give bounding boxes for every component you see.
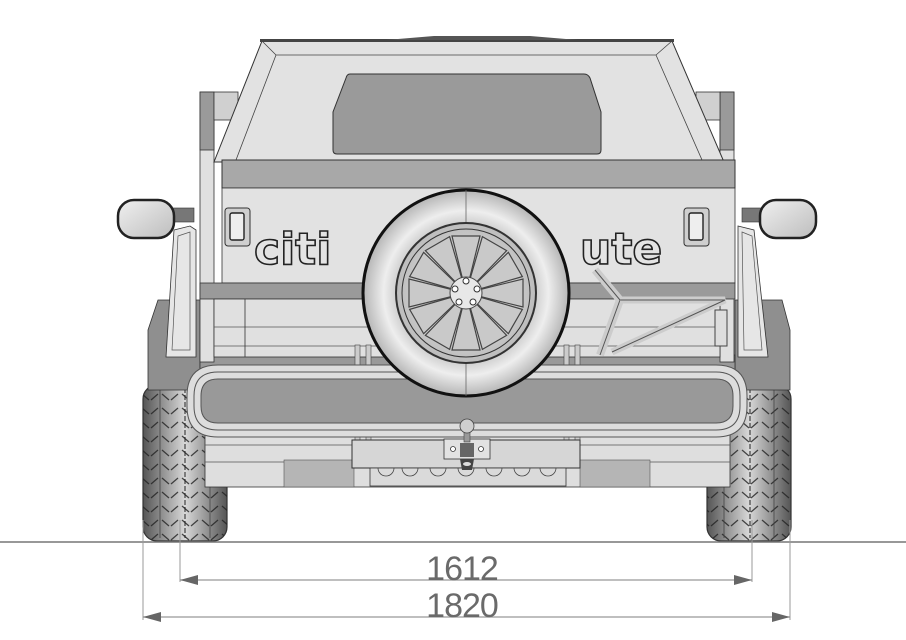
- brand-text-right: ute: [580, 224, 662, 275]
- side-mirror-left: [116, 198, 195, 240]
- dimension-overall-width: 1820: [142, 520, 791, 625]
- rear-bumper-tube: [186, 364, 748, 438]
- tailgate-handle-right: [683, 207, 710, 247]
- tail-light-right: [737, 225, 769, 358]
- dimension-track-width: 1612: [179, 520, 753, 588]
- spare-wheel: [361, 188, 571, 398]
- tow-hitch: [351, 438, 581, 487]
- rear-window: [332, 73, 602, 155]
- side-mirror-right: [741, 198, 818, 240]
- brand-text-left: citi: [254, 224, 331, 275]
- dimension-label-overall: 1820: [426, 587, 498, 625]
- tailgate-handle-left: [224, 207, 251, 247]
- dimension-label-track: 1612: [426, 550, 498, 588]
- tail-light-left: [165, 225, 197, 358]
- lug-nuts: [451, 277, 481, 306]
- tow-ball: [459, 418, 475, 443]
